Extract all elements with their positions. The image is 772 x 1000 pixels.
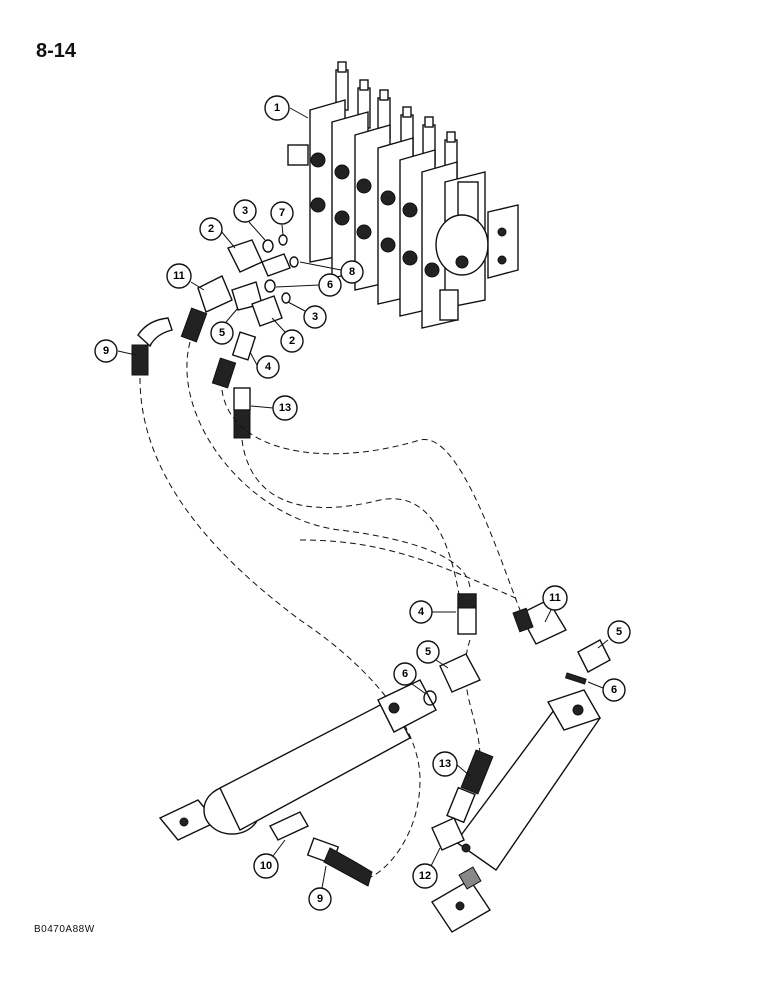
callout-label: 2 — [289, 335, 295, 347]
page-number: 8-14 — [36, 40, 77, 62]
callout-4 — [256, 355, 280, 379]
o-ring-7 — [278, 234, 288, 246]
callout-label: 5 — [616, 626, 622, 638]
hose-elbow-9a — [137, 317, 173, 348]
callout-label: 5 — [425, 646, 431, 658]
callout-5 — [416, 640, 440, 664]
connector-4a — [231, 331, 257, 361]
callout-label: 13 — [439, 758, 451, 770]
callout-label: 3 — [312, 311, 318, 323]
connector-4b-thread — [457, 593, 477, 609]
callout-6 — [318, 273, 342, 297]
callout-label: 8 — [349, 266, 355, 278]
o-ring-8 — [289, 256, 299, 268]
left-cylinder — [158, 679, 437, 841]
callout-11 — [166, 263, 192, 289]
callout-label: 6 — [327, 279, 333, 291]
connector-13b — [446, 786, 476, 824]
callout-label: 5 — [219, 327, 225, 339]
callout-label: 6 — [402, 668, 408, 680]
callout-label: 7 — [279, 207, 285, 219]
callout-label: 9 — [103, 345, 109, 357]
hose-9a — [131, 344, 149, 376]
adapter-7 — [261, 253, 291, 277]
callout-2 — [199, 217, 223, 241]
hose-end-11a — [180, 307, 208, 343]
callout-label: 10 — [260, 860, 272, 872]
elbow-fitting-5c — [577, 639, 611, 673]
o-ring-6b — [423, 690, 437, 706]
elbow-fitting-5b — [439, 653, 481, 693]
callout-label: 3 — [242, 205, 248, 217]
callout-label: 4 — [265, 361, 272, 373]
upper-fittings — [131, 234, 299, 439]
elbow-fitting-2b — [251, 295, 283, 327]
callout-9 — [94, 339, 118, 363]
o-ring-3a — [262, 239, 274, 253]
callout-10 — [253, 853, 279, 879]
callout-7 — [270, 201, 294, 225]
o-ring-6a — [264, 279, 276, 293]
callout-label: 12 — [419, 870, 431, 882]
o-ring-6c — [564, 672, 587, 685]
control-valve-bank — [287, 61, 519, 329]
tee-fitting-11a — [197, 275, 233, 313]
hose-13b — [460, 749, 494, 795]
callout-13 — [272, 395, 298, 421]
callout-9 — [308, 887, 332, 911]
callout-5 — [607, 620, 631, 644]
callout-label: 11 — [173, 270, 185, 282]
callout-5 — [210, 321, 234, 345]
callout-8 — [340, 260, 364, 284]
right-fittings — [431, 599, 611, 851]
fitting-11b-thread — [512, 607, 534, 633]
callout-label: 2 — [208, 223, 214, 235]
callout-6 — [393, 662, 417, 686]
hose-13a — [233, 409, 251, 439]
callout-4 — [409, 600, 433, 624]
figure-code: B0470A88W — [34, 924, 95, 935]
callout-2 — [280, 329, 304, 353]
lower-middle-fittings — [269, 593, 481, 887]
callout-6 — [602, 678, 626, 702]
callout-3 — [233, 199, 257, 223]
callout-3 — [303, 305, 327, 329]
hose-4a — [211, 357, 237, 389]
hose-9b — [323, 847, 373, 887]
fitting-11b — [519, 599, 567, 645]
valve-sections — [287, 99, 519, 329]
callouts: 1 2 3 7 8 6 3 2 11 5 — [94, 95, 631, 911]
callout-label: 4 — [418, 606, 425, 618]
elbow-fitting-2a — [227, 239, 263, 273]
callout-13 — [432, 751, 458, 777]
callout-12 — [412, 863, 438, 889]
adapter-10 — [269, 811, 309, 841]
elbow-fitting-12 — [431, 817, 465, 851]
callout-label: 6 — [611, 684, 617, 696]
right-cylinder — [431, 689, 602, 933]
callout-label: 11 — [549, 592, 561, 604]
callout-1 — [264, 95, 290, 121]
callout-label: 1 — [274, 102, 280, 114]
connector-13a — [233, 387, 251, 411]
o-ring-3b — [281, 292, 291, 304]
callout-11 — [542, 585, 568, 611]
callout-label: 13 — [279, 402, 291, 414]
callout-label: 9 — [317, 893, 323, 905]
